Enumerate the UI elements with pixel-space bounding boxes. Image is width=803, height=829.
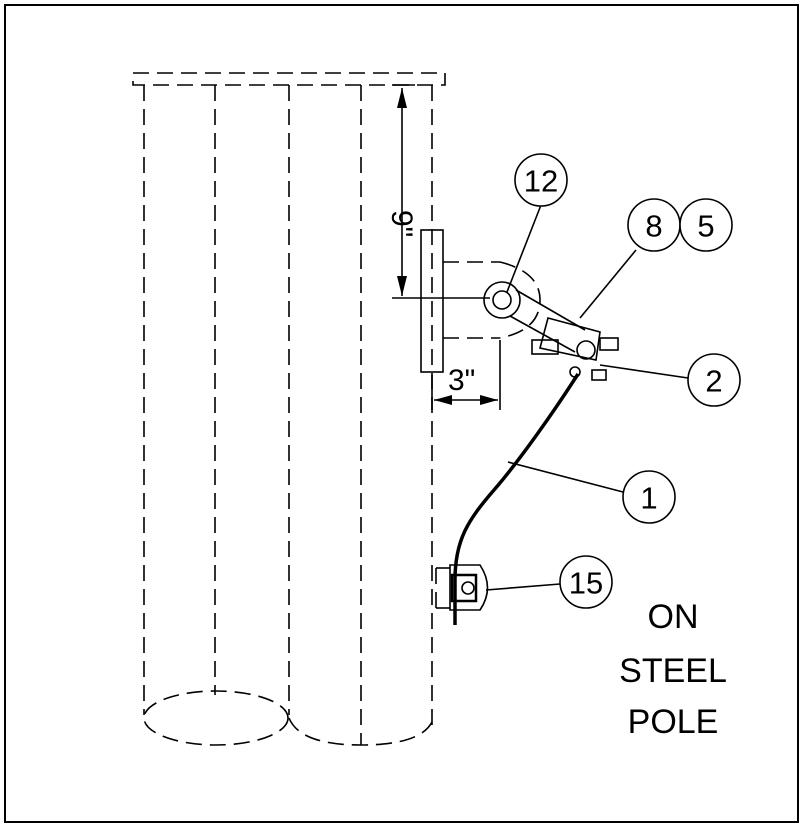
note-line-1: ON — [648, 598, 699, 636]
dimension-vertical-label: 9" — [385, 210, 418, 237]
drawing-border — [4, 4, 799, 823]
ground-wire — [453, 373, 580, 625]
clamp-assembly — [531, 317, 619, 381]
eye-bolt — [483, 281, 586, 353]
mounting-plate — [420, 229, 444, 373]
dimension-horizontal-label: 3" — [448, 364, 475, 397]
leader-lines — [485, 204, 689, 591]
pole-top-cap — [132, 72, 446, 86]
bracket-hidden — [443, 261, 541, 339]
svg-text:1: 1 — [640, 481, 657, 516]
balloon-1: 1 — [622, 470, 676, 524]
balloon-5: 5 — [679, 198, 733, 252]
balloon-12: 12 — [514, 153, 568, 207]
balloon-2: 2 — [687, 353, 741, 407]
svg-text:8: 8 — [645, 209, 662, 244]
note-line-2: STEEL — [619, 652, 727, 690]
pole-base-left — [143, 690, 289, 746]
svg-text:15: 15 — [569, 566, 603, 601]
svg-text:5: 5 — [697, 209, 714, 244]
steel-pole — [132, 72, 446, 746]
balloon-8: 8 — [627, 198, 681, 252]
ground-clamp — [435, 564, 489, 611]
pole-base-right — [288, 717, 433, 746]
balloon-15: 15 — [559, 555, 613, 609]
svg-text:2: 2 — [705, 364, 722, 399]
dimension-vertical — [392, 84, 490, 299]
svg-text:12: 12 — [524, 164, 558, 199]
note-line-3: POLE — [628, 703, 719, 741]
dimension-horizontal — [431, 340, 501, 410]
